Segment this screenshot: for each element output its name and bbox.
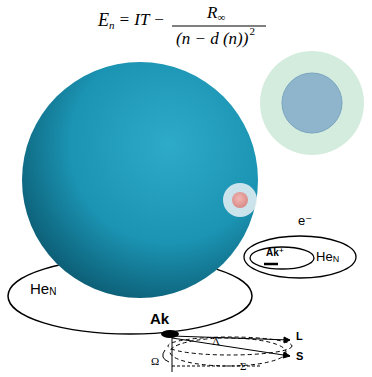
node-text: Ak⁺ <box>266 248 284 258</box>
alkali-atom <box>232 192 248 208</box>
formula-numerator: R <box>207 4 217 21</box>
node-text: e⁻ <box>298 214 312 227</box>
formula-symbol: E <box>98 11 109 29</box>
helium-droplet <box>22 62 258 298</box>
surface-dimple <box>223 183 257 217</box>
node-text: N <box>49 287 56 297</box>
angular-momentum-diagram <box>163 336 292 372</box>
node-text: He <box>30 281 49 296</box>
vector-label: S <box>296 351 303 362</box>
ellipse-outline <box>8 257 254 335</box>
small-droplet <box>282 73 342 133</box>
ion-core: Ak⁺ <box>248 245 316 271</box>
node-text: N <box>333 255 340 264</box>
formula-text: = IT − <box>119 11 165 28</box>
projection-label: Σ <box>240 361 246 372</box>
ellipse-outline <box>8 258 252 334</box>
vector-label: L <box>296 331 303 342</box>
atom-label: Ak <box>150 311 169 326</box>
node-text: He <box>316 250 333 263</box>
formula-subscript: ∞ <box>217 12 225 23</box>
ion-droplet-shell: e⁻ HeN Ak⁺ <box>242 214 360 280</box>
ellipse-outline <box>250 247 314 269</box>
droplet-orbit: HeN <box>8 257 254 335</box>
projection-label: Λ <box>212 336 220 347</box>
angle-label: Ω <box>151 356 159 367</box>
ion-marker <box>264 263 278 266</box>
excited-orbital <box>260 51 364 155</box>
ellipse-outline <box>244 236 356 278</box>
formula-denominator: (n − d (n)) <box>176 30 248 47</box>
formula-exponent: 2 <box>249 26 255 37</box>
formula-subscript: n <box>109 20 115 31</box>
